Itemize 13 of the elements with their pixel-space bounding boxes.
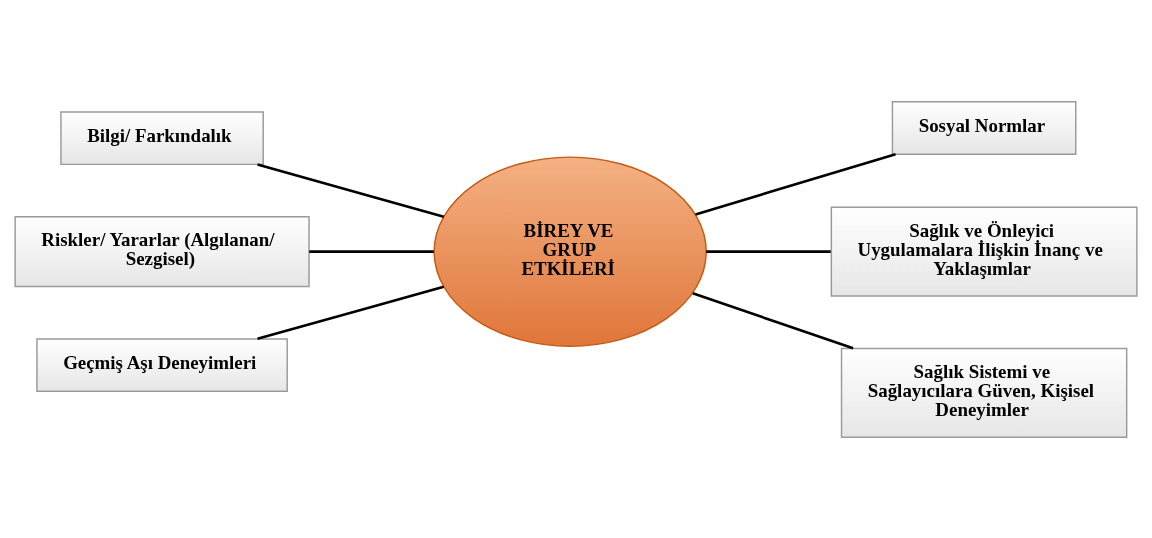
connector <box>706 249 831 253</box>
connector <box>257 162 445 218</box>
node-box: Sosyal Normlar <box>891 100 1077 155</box>
connector <box>692 291 854 350</box>
node-box: Sağlık ve Önleyici Uygulamalara İlişkin İnanç ve Yaklaşımlar <box>830 206 1138 297</box>
node-box: Geçmiş Aşı Deneyimleri <box>36 337 288 392</box>
connector <box>309 249 434 253</box>
connector <box>695 152 896 216</box>
node-box: Sağlık Sistemi ve Sağlayıcılara Güven, Kişisel Deneyimler <box>840 347 1128 438</box>
node-ellipse: BİREY VE GRUP ETKİLERİ <box>433 155 707 347</box>
connector <box>257 284 445 340</box>
node-box: Bilgi/ Farkındalık <box>60 110 264 165</box>
node-box: Riskler/ Yararlar (Algılanan/ Sezgisel) <box>14 215 310 287</box>
